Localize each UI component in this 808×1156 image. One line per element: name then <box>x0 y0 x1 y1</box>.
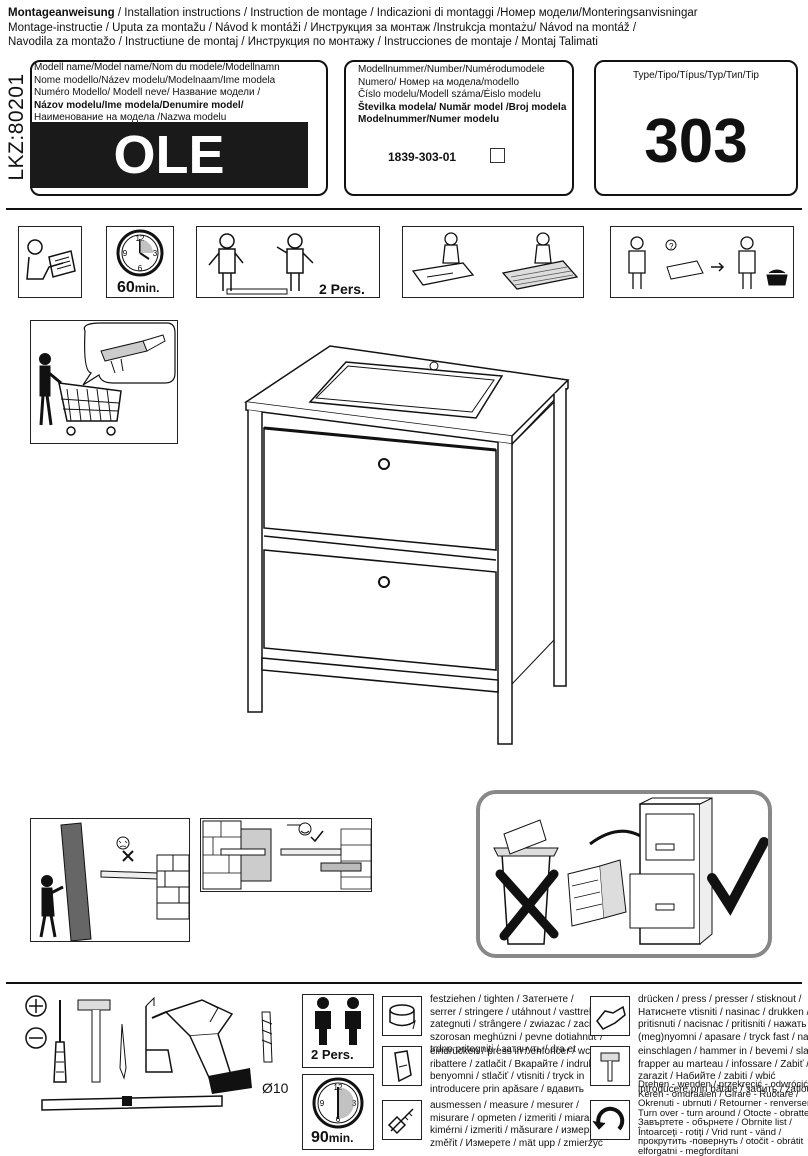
press-icon <box>596 1005 626 1030</box>
measure-icon <box>387 1108 414 1135</box>
type-label: Type/Tipo/Típus/Typ/Тип/Tip <box>633 70 759 81</box>
svg-text:?: ? <box>669 242 674 251</box>
drill-size-label: Ø10 <box>262 1080 289 1096</box>
cabinet-illustration <box>243 345 570 745</box>
tighten-label: festziehen / tighten / Затегнете / serre… <box>430 994 616 1055</box>
side-code: LKZ:80201 <box>5 73 28 181</box>
model-number-labels: Modellnummer/Number/Numérodumodele Numer… <box>358 64 567 125</box>
carpet-assembly-icon <box>411 232 579 290</box>
two-persons-icon <box>315 997 361 1045</box>
bottom-time-panel: 12 3 6 9 90min. <box>302 1074 374 1150</box>
tipover-warning-panel <box>30 818 190 942</box>
svg-text:6: 6 <box>138 264 143 273</box>
unpack-panel <box>402 226 584 298</box>
title-main: Montageanweisung <box>8 7 115 19</box>
tighten-icon <box>389 1004 416 1030</box>
model-name-value: OLE <box>30 122 308 188</box>
sealant-panel <box>30 320 178 444</box>
type-number: 303 <box>644 107 748 176</box>
time-panel: 12 3 6 9 60min. <box>106 226 174 298</box>
type-box: Type/Tipo/Típus/Typ/Тип/Tip 303 <box>594 60 798 196</box>
wall-anchor-panel <box>200 818 372 892</box>
measure-label: ausmessen / measure / mesurer / misurare… <box>430 1100 605 1149</box>
two-persons-label: 2 Pers. <box>319 281 365 297</box>
svg-text:9: 9 <box>123 249 128 258</box>
call-support-icon: ? <box>628 236 788 289</box>
title-line3: Navodila za montažo / Instructiune de mo… <box>8 36 598 48</box>
title-header: Montageanweisung / Installation instruct… <box>8 6 808 50</box>
two-workers-icon <box>208 233 314 295</box>
model-number-box <box>344 60 574 196</box>
press-icon-box <box>590 996 630 1036</box>
model-number-checkbox[interactable] <box>490 148 505 163</box>
hammer-in-label: einschlagen / hammer in / bevemi / sla i… <box>638 1046 808 1095</box>
bottom-time-value: 90min. <box>311 1129 354 1146</box>
two-persons-panel: 2 Pers. <box>196 226 380 298</box>
hammer-icon <box>600 1052 620 1082</box>
model-number-code: 1839-303-01 <box>388 150 457 164</box>
title-line1: / Installation instructions / Instructio… <box>114 7 698 19</box>
tighten-icon-box <box>382 996 422 1036</box>
svg-text:9: 9 <box>320 1099 325 1108</box>
divider-top <box>6 208 802 210</box>
bottom-persons-label: 2 Pers. <box>311 1047 354 1062</box>
turn-over-label: Drehen - wenden / przekręcić - odwrócić … <box>638 1079 808 1156</box>
read-instructions-panel <box>18 226 82 298</box>
recycle-packaging-icon <box>493 797 768 945</box>
help-panel: ? <box>610 226 794 298</box>
tipover-warning-icon <box>39 822 189 941</box>
wall-anchor-icon <box>202 820 371 890</box>
press-in-icon <box>394 1050 412 1083</box>
bottom-persons-panel: 2 Pers. <box>302 994 374 1068</box>
turn-over-icon-box <box>590 1100 630 1140</box>
turn-over-icon <box>592 1106 625 1131</box>
press-in-label: eindrücken / press in / enfoncer / wcisn… <box>430 1046 613 1095</box>
sealant-shopping-icon <box>39 322 176 436</box>
svg-text:12: 12 <box>136 234 145 243</box>
svg-text:3: 3 <box>153 249 158 258</box>
svg-text:6: 6 <box>336 1115 341 1124</box>
time-value: 60min. <box>117 279 160 296</box>
divider-bottom <box>6 982 802 984</box>
recycle-panel <box>476 790 772 958</box>
reading-person-icon <box>26 239 76 280</box>
measure-icon-box <box>382 1100 422 1140</box>
press-label: drücken / press / presser / stisknout / … <box>638 994 808 1043</box>
clock-icon: 12 3 6 9 <box>116 229 164 277</box>
title-line2: Montage-instructie / Uputa za montažu / … <box>8 21 637 34</box>
hammer-in-icon-box <box>590 1046 630 1086</box>
press-in-icon-box <box>382 1046 422 1086</box>
model-name-labels: Modell name/Model name/Nom du modele/Mod… <box>34 62 280 123</box>
bottom-clock-icon: 12 3 6 9 <box>312 1077 364 1129</box>
svg-text:3: 3 <box>352 1099 357 1108</box>
tools-illustration <box>25 995 273 1111</box>
